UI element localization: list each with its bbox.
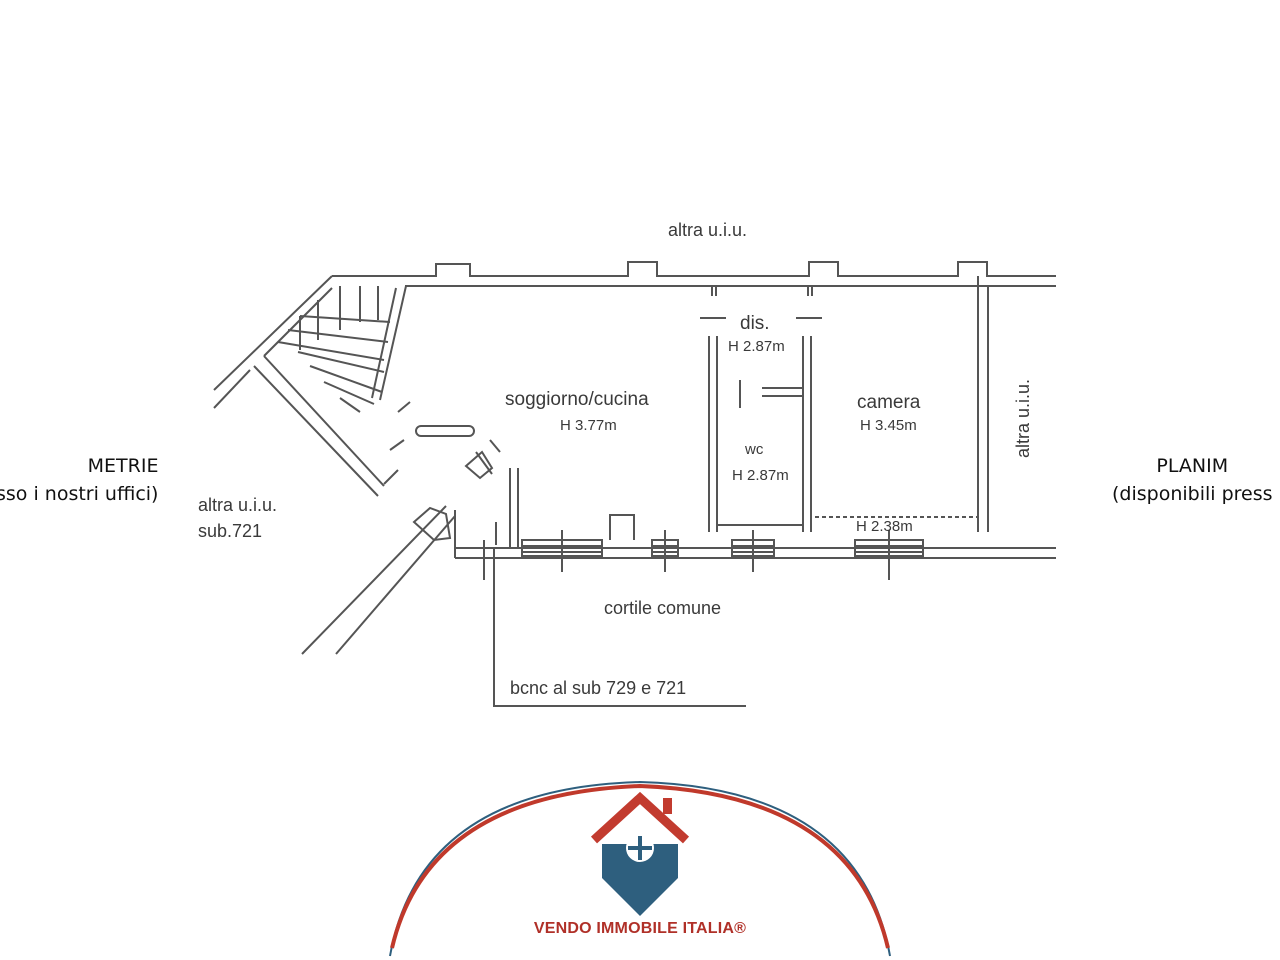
room-hall-height: H 2.87m [728,338,785,355]
room-bedroom-height: H 3.45m [860,417,917,434]
label-left-neighbor-line2: sub.721 [198,521,263,541]
label-right-neighbor: altra u.i.u. [1013,378,1034,459]
house-pin-logo-icon [389,780,891,957]
loft-height: H 2.38m [856,518,913,535]
room-wc-name: wc [745,441,764,458]
label-left-neighbor-line1: altra u.i.u. [198,495,278,515]
brand-name: VENDO IMMOBILE ITALIA® [533,920,747,937]
floorplan-caption-right: PLANIM (disponibili press [1112,452,1273,508]
caption-left-line1: METRIE [87,455,159,477]
room-living-name: soggiorno/cucina [505,389,649,410]
room-hall-name: dis. [740,313,770,334]
room-wc-height: H 2.87m [732,467,789,484]
caption-right-line1: PLANIM [1156,455,1229,477]
floorplan-caption-left: METRIE sso i nostri uffici) [0,452,158,508]
room-bedroom-name: camera [857,392,921,413]
label-top-neighbor: altra u.i.u. [668,220,748,240]
label-courtyard: cortile comune [604,598,722,618]
label-left-neighbor: altra u.i.u. sub.721 [198,495,277,542]
caption-left-line2: sso i nostri uffici) [0,483,159,505]
room-living-height: H 3.77m [560,417,617,434]
label-bcnc: bcnc al sub 729 e 721 [510,678,687,698]
caption-right-line2: (disponibili press [1112,483,1273,505]
